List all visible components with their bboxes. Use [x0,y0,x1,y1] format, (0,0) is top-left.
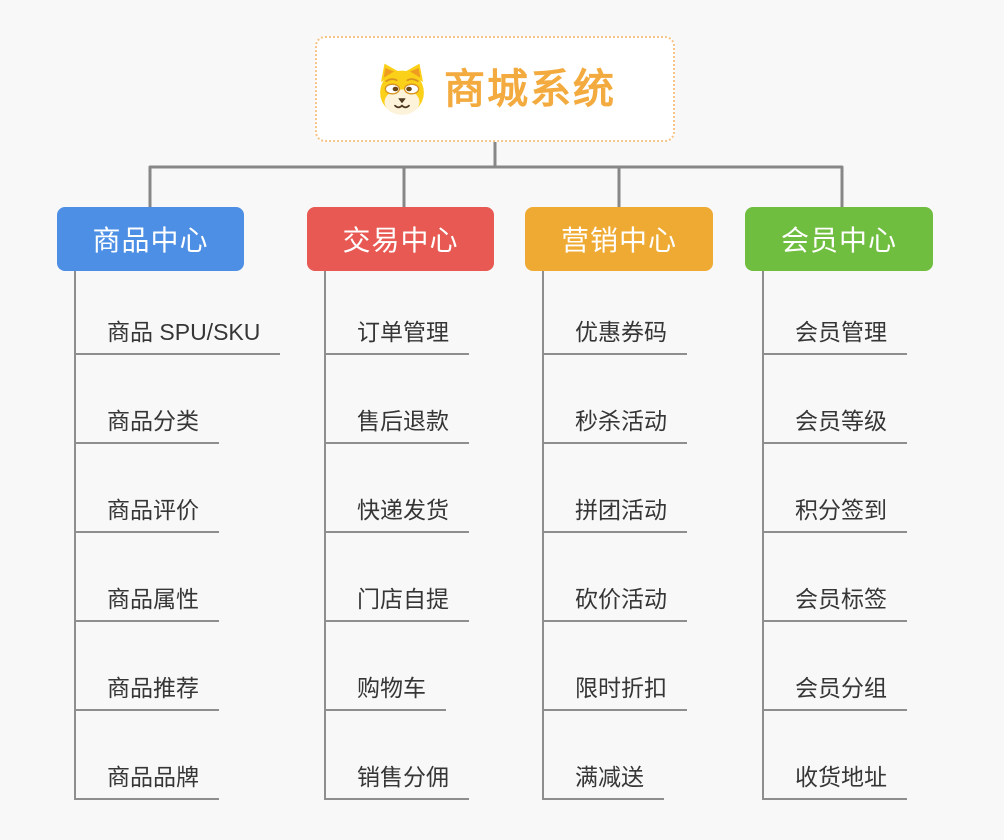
leaf-label: 门店自提 [326,586,469,622]
doge-icon [380,63,424,115]
leaf-item[interactable]: 售后退款 [326,355,554,444]
leaf-item[interactable]: 订单管理 [326,271,554,355]
leaf-item[interactable]: 砍价活动 [544,533,772,622]
leaf-item[interactable]: 会员管理 [764,271,992,355]
leaf-item[interactable]: 商品属性 [76,533,304,622]
branch-node-marketing-center[interactable]: 营销中心 [525,207,713,271]
branch-label: 会员中心 [780,225,897,256]
branch-children-product: 商品 SPU/SKU 商品分类 商品评价 商品属性 商品推荐 商品品牌 [74,271,304,800]
branch-node-product-center[interactable]: 商品中心 [57,207,244,271]
leaf-label: 会员管理 [764,319,907,355]
leaf-item[interactable]: 积分签到 [764,444,992,533]
root-label: 商城系统 [444,65,616,112]
branch-node-member-center[interactable]: 会员中心 [745,207,933,271]
leaf-item[interactable]: 商品分类 [76,355,304,444]
leaf-label: 拼团活动 [544,497,687,533]
branch-children-marketing: 优惠券码 秒杀活动 拼团活动 砍价活动 限时折扣 满减送 [542,271,772,800]
leaf-item[interactable]: 会员标签 [764,533,992,622]
leaf-label: 商品品牌 [76,764,219,800]
branch-node-trade-center[interactable]: 交易中心 [307,207,494,271]
leaf-label: 会员标签 [764,586,907,622]
leaf-item[interactable]: 商品品牌 [76,711,304,800]
leaf-item[interactable]: 会员等级 [764,355,992,444]
leaf-label: 销售分佣 [326,764,469,800]
leaf-label: 商品评价 [76,497,219,533]
leaf-label: 秒杀活动 [544,408,687,444]
branch-label: 商品中心 [92,225,209,256]
leaf-label: 商品属性 [76,586,219,622]
leaf-label: 积分签到 [764,497,907,533]
leaf-item[interactable]: 购物车 [326,622,554,711]
leaf-label: 商品推荐 [76,675,219,711]
leaf-label: 收货地址 [764,764,907,800]
leaf-item[interactable]: 满减送 [544,711,772,800]
branch-children-trade: 订单管理 售后退款 快递发货 门店自提 购物车 销售分佣 [324,271,554,800]
leaf-item[interactable]: 销售分佣 [326,711,554,800]
branch-children-member: 会员管理 会员等级 积分签到 会员标签 会员分组 收货地址 [762,271,992,800]
leaf-label: 订单管理 [326,319,469,355]
leaf-item[interactable]: 门店自提 [326,533,554,622]
branch-label: 交易中心 [342,225,459,256]
leaf-label: 快递发货 [326,497,469,533]
leaf-item[interactable]: 商品 SPU/SKU [76,271,304,355]
leaf-item[interactable]: 收货地址 [764,711,992,800]
leaf-label: 商品 SPU/SKU [76,319,281,355]
leaf-label: 购物车 [326,675,446,711]
leaf-label: 砍价活动 [544,586,687,622]
leaf-item[interactable]: 秒杀活动 [544,355,772,444]
leaf-label: 商品分类 [76,408,219,444]
leaf-item[interactable]: 商品评价 [76,444,304,533]
branch-label: 营销中心 [560,225,677,256]
leaf-item[interactable]: 拼团活动 [544,444,772,533]
leaf-label: 会员分组 [764,675,907,711]
leaf-label: 优惠券码 [544,319,687,355]
leaf-label: 会员等级 [764,408,907,444]
leaf-item[interactable]: 限时折扣 [544,622,772,711]
leaf-label: 限时折扣 [544,675,687,711]
leaf-item[interactable]: 会员分组 [764,622,992,711]
leaf-label: 满减送 [544,764,664,800]
root-node[interactable]: 商城系统 [315,36,675,142]
leaf-item[interactable]: 优惠券码 [544,271,772,355]
leaf-item[interactable]: 快递发货 [326,444,554,533]
leaf-item[interactable]: 商品推荐 [76,622,304,711]
leaf-label: 售后退款 [326,408,469,444]
